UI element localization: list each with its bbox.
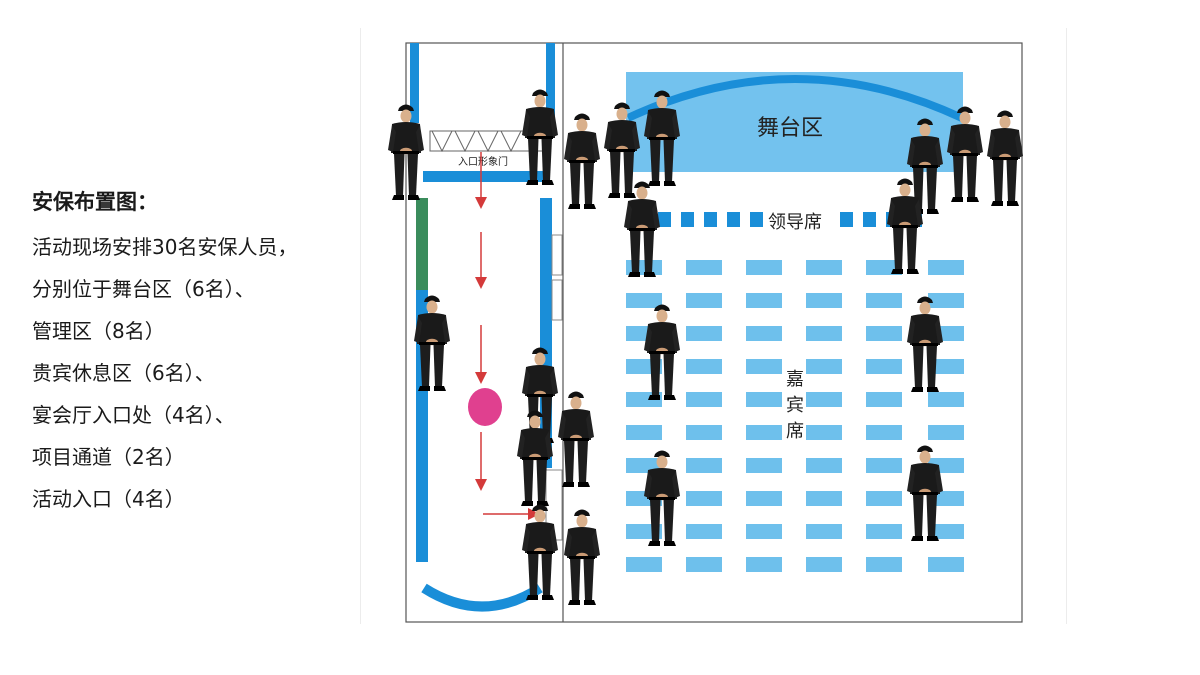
guest-seat: [928, 293, 964, 308]
guest-seat: [686, 293, 722, 308]
guest-seat: [806, 260, 842, 275]
leader-seat: [658, 212, 671, 227]
leader-seat: [863, 212, 876, 227]
guest-seat: [746, 458, 782, 473]
guest-seat: [928, 359, 964, 374]
guest-seat: [626, 557, 662, 572]
guest-seat: [806, 524, 842, 539]
flow-arrows: [475, 152, 540, 520]
guest-label-char: 席: [786, 421, 804, 442]
guest-seat: [626, 425, 662, 440]
guest-seat: [686, 425, 722, 440]
guest-seat: [686, 260, 722, 275]
green-panel: [416, 198, 428, 290]
guest-seat: [686, 359, 722, 374]
guest-seat: [928, 524, 964, 539]
leader-seat: [704, 212, 717, 227]
guest-seat: [866, 359, 902, 374]
security-guard-icon: [564, 113, 600, 209]
legend-line: 分别位于舞台区（6名）、: [32, 277, 255, 301]
guest-seat: [746, 557, 782, 572]
leader-label: 领导席: [768, 212, 822, 233]
position-marker-icon: [468, 388, 502, 426]
guest-seat: [686, 392, 722, 407]
stage-label: 舞台区: [757, 116, 823, 141]
guest-label: 嘉 宾 席: [786, 369, 804, 442]
corridor-curve: [421, 583, 543, 612]
guest-seat: [806, 491, 842, 506]
guest-seat: [806, 392, 842, 407]
legend-line: 活动现场安排30名安保人员，: [32, 235, 298, 259]
legend-line: 活动入口（4名）: [32, 487, 185, 511]
guest-seating: [626, 260, 964, 572]
gate-bar: [423, 171, 549, 182]
guest-seat: [806, 359, 842, 374]
guest-seat: [686, 458, 722, 473]
guest-seat: [866, 491, 902, 506]
legend-line: 贵宾休息区（6名）、: [32, 361, 215, 385]
legend-title: 安保布置图：: [32, 190, 158, 214]
guest-seat: [866, 557, 902, 572]
legend-line: 项目通道（2名）: [32, 445, 185, 469]
guest-seat: [866, 326, 902, 341]
guest-seat: [746, 524, 782, 539]
security-guard-icon: [564, 509, 600, 605]
guest-seat: [746, 260, 782, 275]
page-guide-right: [1066, 28, 1067, 624]
legend-line: 管理区（8名）: [32, 319, 165, 343]
guest-seat: [806, 425, 842, 440]
guest-label-char: 嘉: [786, 369, 804, 390]
corridor-wall: [410, 43, 419, 123]
guest-seat: [806, 557, 842, 572]
guest-seat: [866, 524, 902, 539]
corridor-wall: [546, 43, 555, 123]
guest-seat: [928, 260, 964, 275]
leader-seat: [727, 212, 740, 227]
guest-seat: [746, 326, 782, 341]
guest-seat: [928, 557, 964, 572]
guest-seat: [866, 293, 902, 308]
security-guard-icon: [644, 304, 680, 400]
legend-lines: 活动现场安排30名安保人员， 分别位于舞台区（6名）、 管理区（8名） 贵宾休息…: [32, 226, 352, 520]
guest-seat: [686, 524, 722, 539]
guest-seat: [866, 425, 902, 440]
leader-seat: [750, 212, 763, 227]
leader-seat: [681, 212, 694, 227]
page-guide-left: [360, 28, 361, 624]
guest-seat: [686, 326, 722, 341]
stage-area: [626, 72, 963, 172]
guest-seat: [928, 392, 964, 407]
security-guard-icon: [907, 296, 943, 392]
legend-panel: 安保布置图： 活动现场安排30名安保人员， 分别位于舞台区（6名）、 管理区（8…: [32, 186, 352, 520]
guest-seat: [746, 392, 782, 407]
guest-seat: [806, 293, 842, 308]
guest-seat: [866, 392, 902, 407]
guest-seat: [806, 458, 842, 473]
guest-seat: [746, 425, 782, 440]
leader-seat: [840, 212, 853, 227]
guest-seat: [686, 557, 722, 572]
guest-seat: [746, 359, 782, 374]
guest-label-char: 宾: [786, 395, 804, 416]
gate-label: 入口形象门: [458, 155, 508, 168]
guest-seat: [866, 458, 902, 473]
guest-seat: [626, 293, 662, 308]
stage-arc: [626, 75, 964, 122]
hall-outline: [405, 42, 1023, 623]
guest-seat: [806, 326, 842, 341]
guest-seat: [928, 425, 964, 440]
guest-seat: [686, 491, 722, 506]
guest-seat: [746, 491, 782, 506]
security-guard-icon: [987, 110, 1023, 206]
legend-line: 宴会厅入口处（4名）、: [32, 403, 235, 427]
guest-seat: [746, 293, 782, 308]
